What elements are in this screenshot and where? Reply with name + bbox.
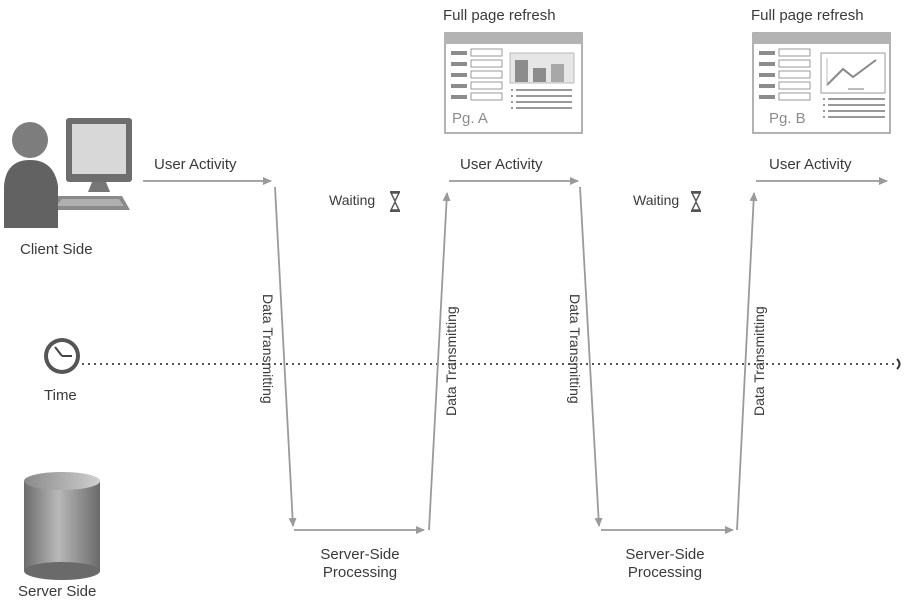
transmit-up-arrow-2 (736, 192, 758, 531)
server-processing-label-2: Server-Side Processing (605, 546, 725, 582)
page-a-label: Pg. A (452, 110, 488, 127)
server-processing-line1: Server-Side (320, 546, 400, 563)
server-processing-label-1: Server-Side Processing (300, 546, 420, 582)
waiting-label-1: Waiting (329, 192, 376, 208)
full-page-refresh-label-1: Full page refresh (443, 7, 556, 24)
client-person-computer-icon (4, 118, 132, 228)
transmit-down-arrow-1 (274, 186, 297, 527)
data-transmitting-label-4: Data Transmitting (751, 306, 767, 416)
server-processing-line1: Server-Side (625, 546, 705, 563)
time-label: Time (44, 387, 77, 404)
time-axis-end-arrow (896, 358, 901, 370)
transmit-down-arrow-2 (579, 186, 603, 527)
client-side-label: Client Side (20, 241, 93, 258)
page-b-thumbnail (752, 32, 891, 134)
hourglass-icon (690, 191, 702, 212)
page-b-label: Pg. B (769, 110, 806, 127)
user-activity-label-3: User Activity (769, 156, 852, 173)
server-database-icon (24, 472, 100, 580)
data-transmitting-label-2: Data Transmitting (443, 306, 459, 416)
server-processing-line2: Processing (627, 564, 703, 581)
waiting-label-2: Waiting (633, 192, 680, 208)
server-processing-line2: Processing (322, 564, 398, 581)
page-a-thumbnail (444, 32, 583, 134)
user-activity-label-1: User Activity (154, 156, 237, 173)
hourglass-icon (389, 191, 401, 212)
data-transmitting-label-3: Data Transmitting (567, 294, 583, 404)
clock-icon (44, 338, 80, 374)
user-activity-label-2: User Activity (460, 156, 543, 173)
data-transmitting-label-1: Data Transmitting (260, 294, 276, 404)
server-side-label: Server Side (18, 583, 97, 600)
full-page-refresh-label-2: Full page refresh (751, 7, 864, 24)
transmit-up-arrow-1 (428, 192, 451, 531)
